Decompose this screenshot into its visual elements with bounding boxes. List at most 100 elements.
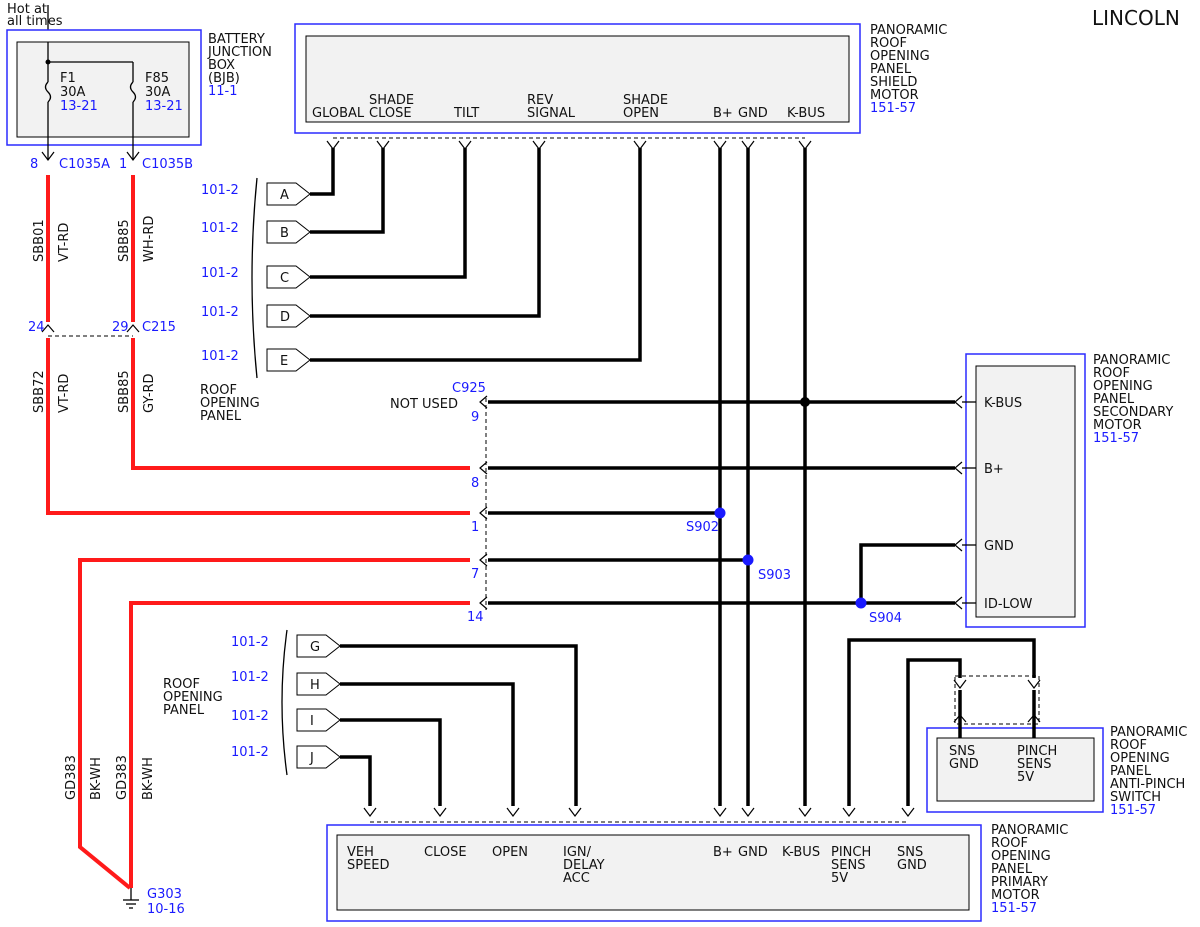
shield-pin-rev-signal-1: REV [527, 93, 553, 108]
anti-pinch-title-3: OPENING [1110, 751, 1170, 766]
splice-s902-dot [714, 507, 726, 519]
splice-s902-label: S902 [686, 520, 719, 535]
tag-h-letter: H [310, 678, 320, 693]
roof-panel-bottom-label-1: ROOF [163, 677, 200, 692]
primary-pin-close: CLOSE [424, 845, 467, 860]
c925-pin-1: 1 [471, 520, 479, 535]
secondary-title-3: OPENING [1093, 379, 1153, 394]
tag-a [266, 182, 311, 206]
roof-panel-bottom-label-3: PANEL [163, 703, 205, 718]
primary-pin-bplus: B+ [713, 845, 733, 860]
tag-h [296, 672, 341, 696]
c925-pin-14: 14 [467, 610, 484, 625]
wire-sbb85-lower [131, 338, 470, 470]
c215-pin24-icon [41, 324, 55, 333]
wire-sbb85-lower-color: GY-RD [142, 373, 157, 413]
tag-a-ref: 101-2 [201, 183, 239, 198]
wire-shield-shade-open [310, 148, 642, 362]
hot-label-line1: Hot at [7, 2, 47, 17]
splice-s903-dot [742, 554, 754, 566]
shield-motor-body [305, 35, 850, 123]
shield-pin-bplus: B+ [713, 106, 733, 121]
bjb-title-2: JUNCTION [207, 45, 272, 60]
fuse-f1-ref: 13-21 [60, 99, 98, 114]
roof-panel-top-label-1: ROOF [200, 383, 237, 398]
ground-name: G303 [147, 887, 182, 902]
shield-title-5: SHIELD [870, 75, 917, 90]
anti-pinch-pin-pinch-1: PINCH [1017, 744, 1057, 759]
wire-shield-global [310, 148, 335, 196]
bjb-body [16, 41, 190, 138]
primary-pin-pinch-2: SENS [831, 858, 865, 873]
tag-c-ref: 101-2 [201, 266, 239, 281]
anti-pinch-pin-sns-gnd-2: GND [949, 757, 979, 772]
shield-ref: 151-57 [870, 101, 916, 116]
tag-e [266, 348, 311, 372]
roof-panel-bottom-label-2: OPENING [163, 690, 223, 705]
primary-pin-sns-gnd-2: GND [897, 858, 927, 873]
shield-title-4: PANEL [870, 62, 912, 77]
secondary-pin-kbus: K-BUS [984, 396, 1022, 411]
primary-pin-pinch-3: 5V [831, 871, 848, 886]
secondary-title-5: SECONDARY [1093, 405, 1173, 420]
c925-pin-8: 8 [471, 476, 479, 491]
wire-sbb01-color: VT-RD [57, 223, 72, 262]
tag-e-letter: E [280, 354, 288, 369]
wire-gd383-left-circuit: GD383 [64, 755, 79, 800]
tag-b-letter: B [280, 226, 289, 241]
tag-g-letter: G [310, 640, 320, 655]
anti-pinch-title-2: ROOF [1110, 738, 1147, 753]
wire-gd383-left [78, 558, 470, 890]
splice-s904-label: S904 [869, 611, 902, 626]
wire-sbb72-color: VT-RD [57, 374, 72, 413]
tag-b-ref: 101-2 [201, 221, 239, 236]
tag-e-ref: 101-2 [201, 349, 239, 364]
tag-c-letter: C [280, 271, 289, 286]
fuse-f1-rating: 30A [60, 85, 86, 100]
tag-g-ref: 101-2 [231, 635, 269, 650]
wire-primary-open [340, 682, 515, 806]
wire-gd383-left-color: BK-WH [89, 757, 104, 800]
fuse-f1-name: F1 [60, 71, 76, 86]
c215-pin-a: 24 [28, 320, 45, 335]
anti-pinch-title-4: PANEL [1110, 764, 1152, 779]
tag-d [266, 304, 311, 328]
wire-sbb85-upper-color: WH-RD [142, 216, 157, 262]
wire-sbb72 [46, 338, 470, 515]
anti-pinch-connector-icons [953, 679, 1041, 723]
c1035b-pin: 1 [119, 157, 127, 172]
wire-gnd-secondary [859, 543, 955, 603]
fuse-f85-icon [129, 81, 137, 103]
secondary-pin-bplus: B+ [984, 462, 1004, 477]
primary-pin-veh-speed-1: VEH [347, 845, 374, 860]
splice-s904-dot [855, 597, 867, 609]
wire-shield-shade-close [310, 148, 385, 234]
primary-title-2: ROOF [991, 836, 1028, 851]
shield-pin-shade-open-2: OPEN [623, 106, 659, 121]
primary-pin-ign-2: DELAY [563, 858, 605, 873]
secondary-ref: 151-57 [1093, 431, 1139, 446]
primary-pin-sns-gnd-1: SNS [897, 845, 923, 860]
anti-pinch-title-1: PANORAMIC [1110, 725, 1187, 740]
c925-not-used: NOT USED [390, 397, 458, 412]
c1035b-connector-icon [126, 151, 140, 161]
primary-ref: 151-57 [991, 901, 1037, 916]
shield-pin-shade-close-1: SHADE [369, 93, 414, 108]
shield-pin-shade-open-1: SHADE [623, 93, 668, 108]
wire-sbb01-circuit: SBB01 [32, 219, 47, 262]
primary-pin-pinch-1: PINCH [831, 845, 871, 860]
secondary-connector-icons [954, 395, 963, 610]
shield-pin-gnd: GND [738, 106, 768, 121]
splice-s903-label: S903 [758, 568, 791, 583]
bjb-title-1: BATTERY [208, 32, 265, 47]
wire-primary-ign [340, 644, 578, 806]
fuse-f85-ref: 13-21 [145, 99, 183, 114]
anti-pinch-pin-pinch-2: SENS [1017, 757, 1051, 772]
primary-pin-ign-1: IGN/ [563, 845, 592, 860]
roof-panel-top-label-2: OPENING [200, 396, 260, 411]
tag-a-letter: A [280, 188, 289, 203]
wire-shield-rev-signal [310, 148, 541, 318]
primary-title-6: MOTOR [991, 888, 1040, 903]
secondary-pin-gnd: GND [984, 539, 1014, 554]
brand-label: LINCOLN [1092, 6, 1180, 30]
